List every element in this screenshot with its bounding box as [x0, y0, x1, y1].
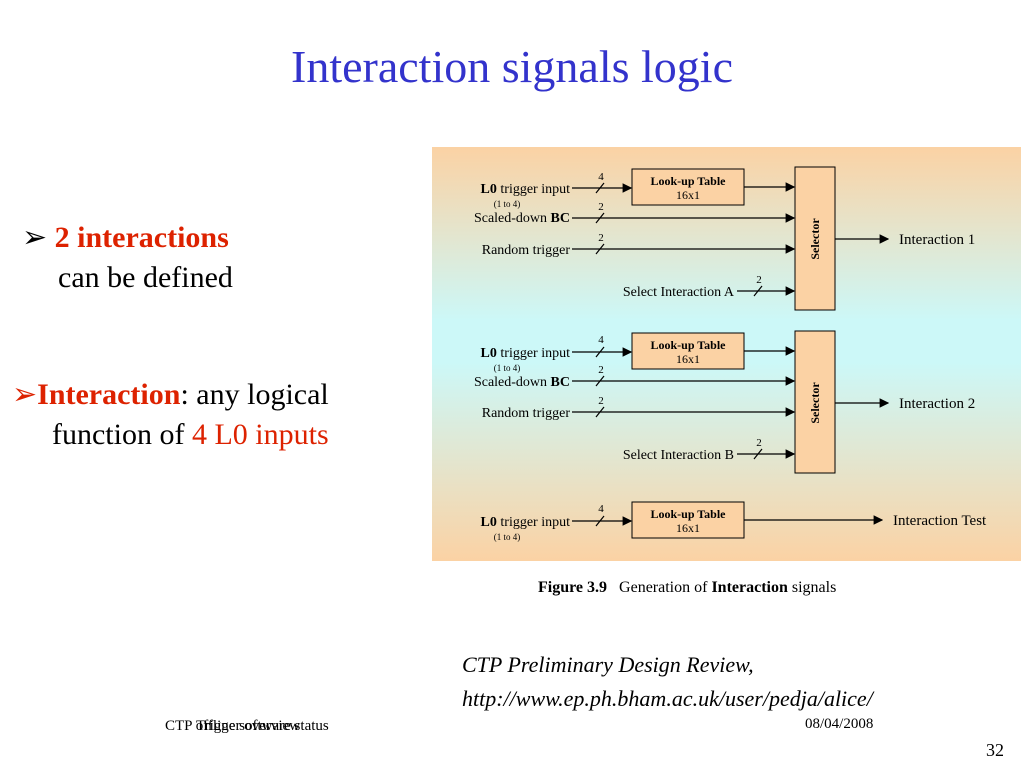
- l0-input-label: L0 trigger input: [481, 515, 571, 530]
- scaled-bc-label: Scaled-down BC: [474, 211, 570, 226]
- slide-title: Interaction signals logic: [291, 41, 733, 92]
- selector-box: [794, 330, 836, 474]
- random-trigger-label: Random trigger: [482, 243, 571, 258]
- interaction-1-block: L0 trigger input (1 to 4) 4 Look-up Tabl…: [474, 166, 975, 311]
- bullet-red-text: 4 L0 inputs: [191, 418, 329, 451]
- bullet-marker: ➢: [12, 378, 38, 411]
- lookup-table-title: Look-up Table: [650, 174, 726, 188]
- bus-width: 2: [756, 274, 762, 286]
- footer-left-a: CTP offline software status: [165, 718, 329, 734]
- caption-text-pre: Generation of: [619, 579, 712, 596]
- page-number: 32: [986, 740, 1004, 760]
- interaction-2-block: L0 trigger input (1 to 4) 4 Look-up Tabl…: [474, 330, 975, 474]
- range-label: (1 to 4): [494, 532, 521, 542]
- bus-width: 4: [598, 171, 604, 183]
- reference: CTP Preliminary Design Review, http://ww…: [462, 648, 873, 716]
- figure-caption: Figure 3.9 Generation of Interaction sig…: [538, 579, 836, 597]
- bus-width: 4: [598, 503, 604, 515]
- lookup-table-box: [631, 501, 745, 539]
- lookup-table-title: Look-up Table: [650, 507, 726, 521]
- reference-url: http://www.ep.ph.bham.ac.uk/user/pedja/a…: [462, 686, 873, 711]
- reference-line1: CTP Preliminary Design Review,: [462, 652, 754, 677]
- bullet-text-line2: function of: [52, 418, 192, 451]
- lookup-table-size: 16x1: [676, 352, 700, 366]
- bus-width: 2: [598, 232, 604, 244]
- random-trigger-label: Random trigger: [482, 406, 571, 421]
- bullet-emphasis: 2 interactions: [54, 221, 229, 254]
- interaction-test-output: Interaction Test: [893, 513, 987, 529]
- interaction-logic-diagram: L0 trigger input (1 to 4) 4 Look-up Tabl…: [432, 147, 1021, 561]
- footer-date: 08/04/2008: [805, 716, 874, 732]
- bus-width: 2: [598, 364, 604, 376]
- caption-text-bold: Interaction: [711, 579, 788, 596]
- scaled-bc-label: Scaled-down BC: [474, 375, 570, 390]
- bullet-interaction-definition: ➢Interaction: any logical function of 4 …: [12, 375, 329, 455]
- bullet-interactions: ➢ 2 interactions can be defined: [22, 218, 233, 298]
- range-label: (1 to 4): [494, 199, 521, 209]
- selector-label: Selector: [808, 382, 822, 424]
- select-interaction-a-label: Select Interaction A: [623, 285, 735, 300]
- selector-label: Selector: [808, 218, 822, 260]
- caption-text-post: signals: [787, 579, 837, 596]
- l0-input-label: L0 trigger input: [481, 346, 571, 361]
- interaction-1-output: Interaction 1: [899, 232, 975, 248]
- lookup-table-size: 16x1: [676, 521, 700, 535]
- bus-width: 2: [598, 201, 604, 213]
- bullet-emphasis: Interaction: [37, 378, 181, 411]
- lookup-table-size: 16x1: [676, 188, 700, 202]
- select-interaction-b-label: Select Interaction B: [623, 448, 734, 463]
- l0-input-label: L0 trigger input: [481, 182, 571, 197]
- interaction-test-block: L0 trigger input (1 to 4) 4 Look-up Tabl…: [481, 501, 987, 542]
- bullet-text: can be defined: [58, 261, 233, 294]
- lookup-table-title: Look-up Table: [650, 338, 726, 352]
- bullet-marker: ➢: [22, 221, 48, 254]
- bus-width: 2: [756, 437, 762, 449]
- footer-left-b: Trigger overview: [196, 718, 301, 734]
- range-label: (1 to 4): [494, 363, 521, 373]
- bus-slash: [595, 182, 605, 194]
- figure-number: Figure 3.9: [538, 579, 608, 596]
- interaction-2-output: Interaction 2: [899, 396, 975, 412]
- bullet-text: : any logical: [180, 378, 329, 411]
- bus-width: 2: [598, 395, 604, 407]
- bus-width: 4: [598, 334, 604, 346]
